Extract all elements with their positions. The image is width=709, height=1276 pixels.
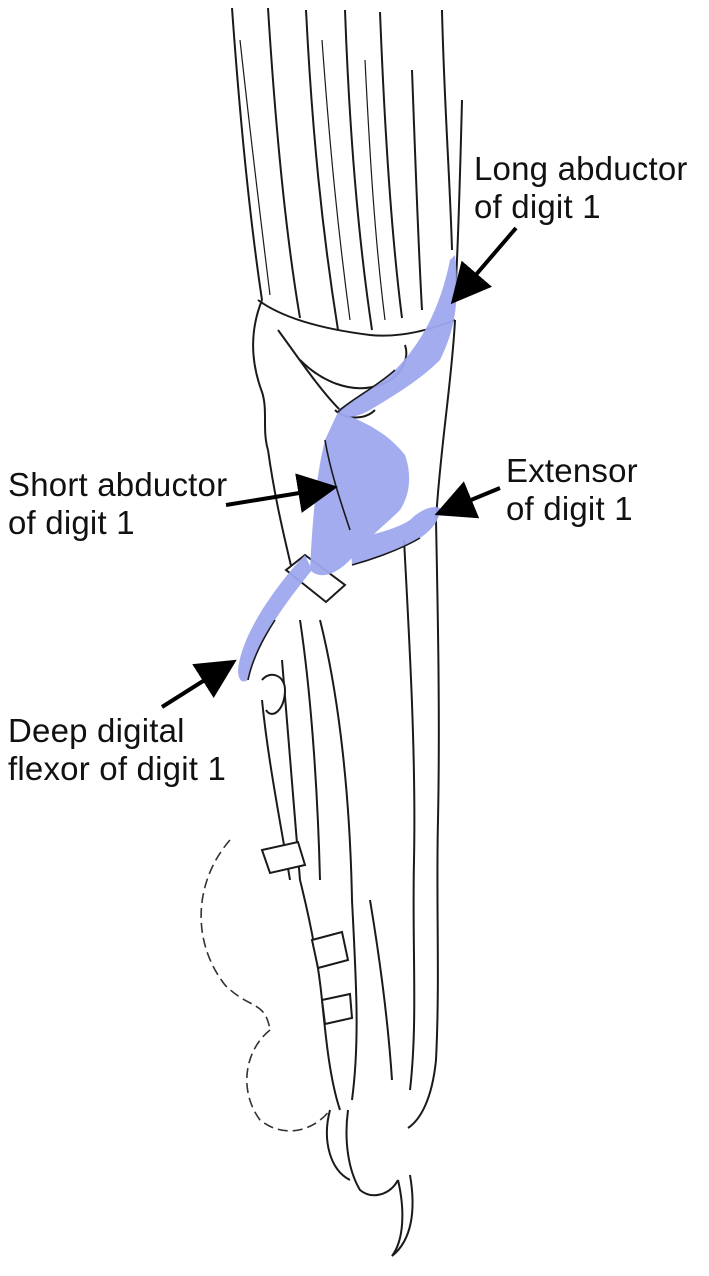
pad-outline bbox=[200, 839, 331, 1132]
label-long-abductor: Long abductor of digit 1 bbox=[474, 150, 688, 226]
label-short-abductor-line1: Short abductor bbox=[8, 466, 228, 503]
label-short-abductor: Short abductor of digit 1 bbox=[8, 466, 227, 542]
pointer-arrows bbox=[160, 226, 518, 709]
arrow-deep-flexor bbox=[160, 659, 237, 709]
label-long-abductor-line1: Long abductor bbox=[474, 150, 688, 187]
label-extensor-line1: Extensor bbox=[506, 452, 638, 489]
label-long-abductor-line2: of digit 1 bbox=[474, 188, 601, 225]
label-extensor: Extensor of digit 1 bbox=[506, 452, 638, 528]
arrow-extensor bbox=[434, 481, 501, 519]
label-short-abductor-line2: of digit 1 bbox=[8, 504, 135, 541]
metacarpal-sketch bbox=[261, 519, 440, 1257]
label-deep-flexor-line1: Deep digital bbox=[8, 712, 185, 749]
highlighted-structures bbox=[238, 255, 457, 682]
arrow-short-abductor bbox=[225, 473, 338, 513]
label-deep-flexor: Deep digital flexor of digit 1 bbox=[8, 712, 226, 788]
label-deep-flexor-line2: flexor of digit 1 bbox=[8, 750, 227, 787]
tendon-bands bbox=[260, 553, 354, 1026]
label-extensor-line2: of digit 1 bbox=[506, 490, 633, 527]
forearm-sketch bbox=[231, 7, 463, 331]
arrow-long-abductor bbox=[450, 226, 518, 305]
carpal-sketch bbox=[252, 299, 456, 571]
